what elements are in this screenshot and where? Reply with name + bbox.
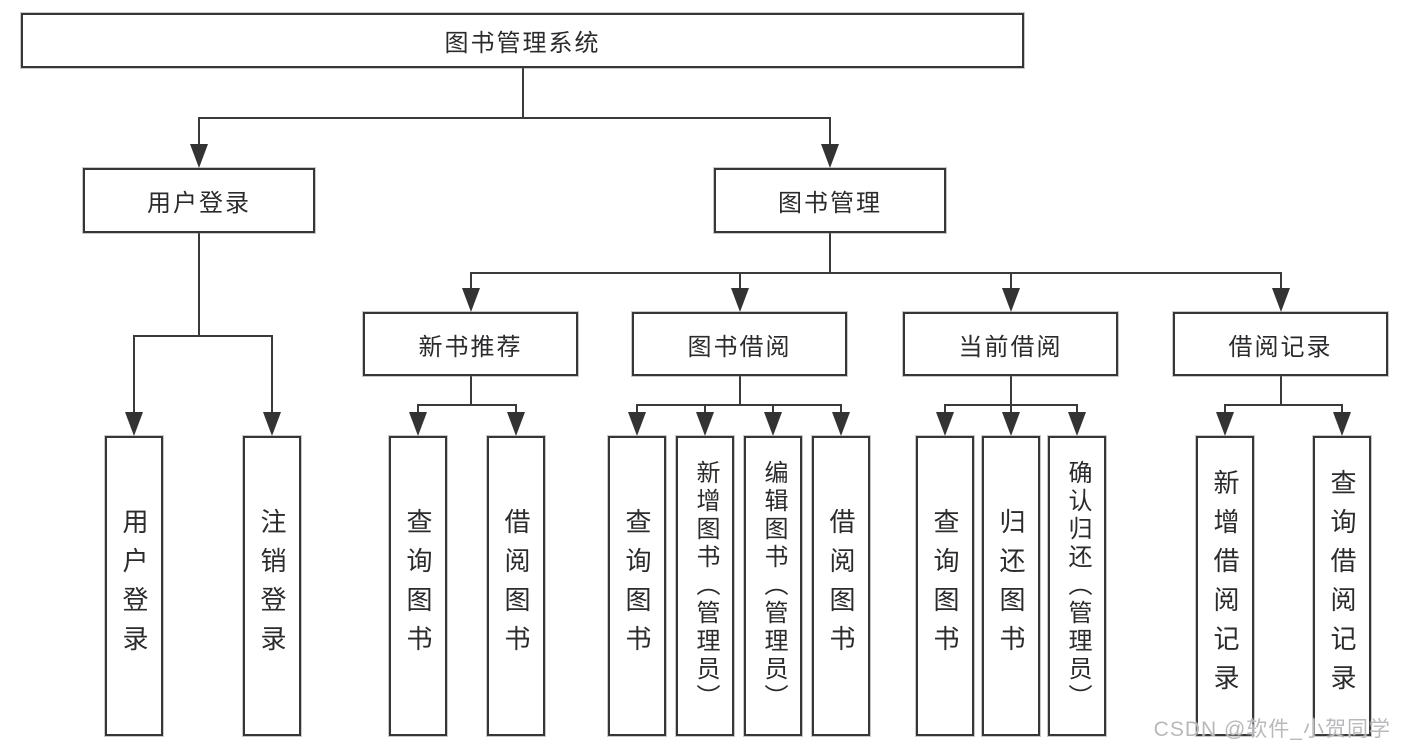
connector-line bbox=[417, 405, 419, 418]
arrow-down-icon bbox=[1001, 288, 1020, 312]
connector-line bbox=[198, 118, 200, 150]
node-nb-query: 查询图书 bbox=[389, 436, 447, 736]
arrow-down-icon bbox=[1002, 412, 1020, 436]
arrow-down-icon bbox=[628, 412, 646, 436]
connector-line bbox=[944, 405, 946, 418]
arrow-down-icon bbox=[1333, 412, 1351, 436]
node-nb-borrow: 借阅图书 bbox=[487, 436, 545, 736]
node-br-query: 查询借阅记录 bbox=[1313, 436, 1371, 736]
connector-line bbox=[636, 405, 638, 418]
arrow-down-icon bbox=[821, 144, 839, 168]
connector-line bbox=[829, 118, 831, 150]
node-bb-borrow: 借阅图书 bbox=[812, 436, 870, 736]
node-current-borrow: 当前借阅 bbox=[903, 312, 1118, 376]
arrow-down-icon bbox=[696, 412, 714, 436]
node-bb-add: 新增图书（管理员） bbox=[676, 436, 734, 736]
arrow-down-icon bbox=[125, 412, 143, 436]
connector-line bbox=[133, 335, 273, 337]
node-logout: 注销登录 bbox=[243, 436, 301, 736]
node-borrow-records: 借阅记录 bbox=[1173, 312, 1388, 376]
connector-line bbox=[772, 405, 774, 418]
csdn-watermark: CSDN @软件_小贺同学 bbox=[1153, 718, 1391, 741]
connector-line bbox=[1341, 405, 1343, 418]
node-book-borrow: 图书借阅 bbox=[632, 312, 847, 376]
connector-line bbox=[1279, 376, 1282, 405]
connector-line bbox=[469, 376, 472, 405]
connector-line bbox=[1224, 405, 1226, 418]
connector-line bbox=[1224, 404, 1343, 406]
arrow-down-icon bbox=[190, 144, 208, 168]
node-user-login: 用户登录 bbox=[105, 436, 163, 736]
connector-line bbox=[704, 405, 706, 418]
connector-line bbox=[133, 336, 135, 418]
arrow-down-icon bbox=[1216, 412, 1234, 436]
arrow-down-icon bbox=[832, 412, 850, 436]
node-mgmt: 图书管理 bbox=[714, 168, 946, 233]
connector-line bbox=[738, 273, 741, 294]
connector-line bbox=[469, 273, 472, 294]
node-cb-return: 归还图书 bbox=[982, 436, 1040, 736]
connector-line bbox=[1009, 376, 1012, 405]
connector-line bbox=[738, 376, 741, 405]
connector-line bbox=[521, 68, 524, 118]
connector-line bbox=[636, 404, 842, 406]
connector-line bbox=[198, 233, 200, 336]
connector-line bbox=[1076, 405, 1078, 418]
arrow-down-icon bbox=[1271, 288, 1290, 312]
connector-line bbox=[840, 405, 842, 418]
node-bb-query: 查询图书 bbox=[608, 436, 666, 736]
node-new-books: 新书推荐 bbox=[363, 312, 578, 376]
connector-line bbox=[417, 404, 517, 406]
arrow-down-icon bbox=[507, 412, 525, 436]
connector-line bbox=[1010, 405, 1012, 418]
connector-line bbox=[1279, 273, 1282, 294]
node-cb-query: 查询图书 bbox=[916, 436, 974, 736]
connector-line bbox=[829, 233, 831, 273]
node-cb-confirm: 确认归还（管理员） bbox=[1048, 436, 1106, 736]
arrow-down-icon bbox=[409, 412, 427, 436]
arrow-down-icon bbox=[461, 288, 480, 312]
connector-line bbox=[1009, 273, 1012, 294]
arrow-down-icon bbox=[263, 412, 281, 436]
arrow-down-icon bbox=[764, 412, 782, 436]
connector-line bbox=[198, 117, 831, 119]
connector-line bbox=[271, 336, 273, 418]
node-br-add: 新增借阅记录 bbox=[1196, 436, 1254, 736]
arrow-down-icon bbox=[936, 412, 954, 436]
arrow-down-icon bbox=[730, 288, 749, 312]
node-root: 图书管理系统 bbox=[21, 13, 1024, 68]
connector-line bbox=[515, 405, 517, 418]
node-login: 用户登录 bbox=[83, 168, 315, 233]
connector-line bbox=[469, 272, 1282, 274]
node-bb-edit: 编辑图书（管理员） bbox=[744, 436, 802, 736]
arrow-down-icon bbox=[1068, 412, 1086, 436]
